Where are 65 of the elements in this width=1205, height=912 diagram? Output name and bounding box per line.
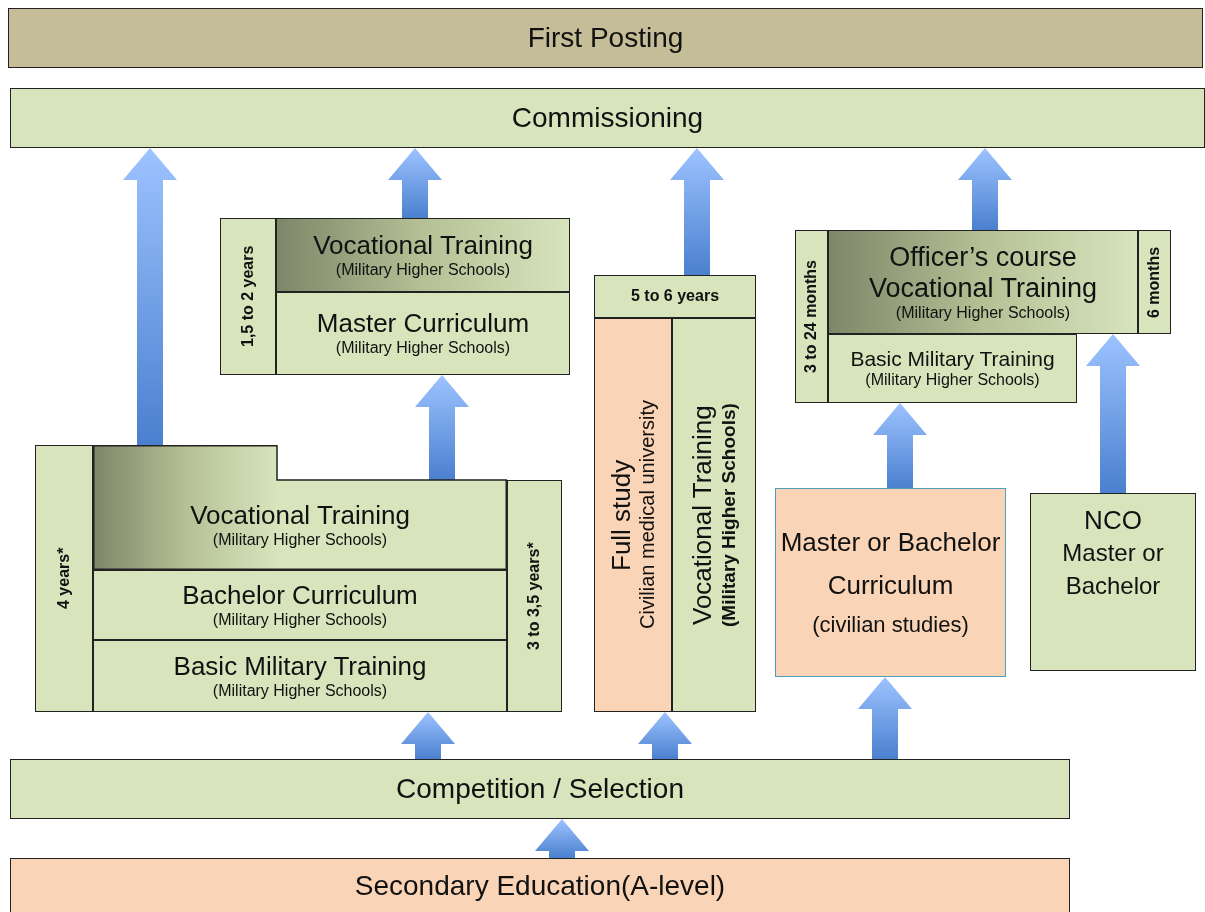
stage-subtitle: (Military Higher Schools) bbox=[212, 681, 388, 701]
stage-box bbox=[8, 8, 1203, 68]
stage-title: Full study bbox=[606, 459, 637, 571]
block-arrow bbox=[388, 148, 442, 218]
stage-title: Bachelor Curriculum bbox=[182, 580, 418, 611]
duration-box bbox=[507, 480, 562, 712]
stage-title: Commissioning bbox=[511, 101, 704, 135]
stage-title: Vocational Training bbox=[688, 405, 718, 625]
stage-box bbox=[93, 640, 507, 712]
stage-title: Civilian medical university bbox=[636, 400, 660, 630]
duration-label: 6 months bbox=[1145, 246, 1164, 318]
duration-box bbox=[594, 318, 672, 712]
stage-title: Vocational Training bbox=[313, 230, 533, 261]
duration-box bbox=[1138, 230, 1171, 334]
duration-box bbox=[35, 445, 93, 712]
stage-title: Master or Bachelor bbox=[1061, 537, 1165, 602]
duration-label: 4 years* bbox=[54, 547, 73, 610]
block-arrow bbox=[535, 819, 589, 858]
stage-subtitle: (Military Higher Schools) bbox=[212, 610, 388, 630]
stage-subtitle: (Military Higher Schools) bbox=[895, 303, 1071, 323]
duration-label: 1,5 to 2 years bbox=[238, 245, 257, 348]
stage-box bbox=[775, 488, 1006, 677]
block-arrow bbox=[670, 148, 724, 275]
stage-title: (civilian studies) bbox=[812, 611, 969, 640]
stage-box bbox=[93, 445, 507, 570]
stage-box bbox=[276, 218, 570, 292]
stage-box bbox=[93, 570, 507, 640]
stage-title: Officer’s course bbox=[889, 241, 1077, 273]
stage-box bbox=[828, 334, 1077, 403]
stage-box bbox=[1030, 493, 1196, 671]
block-arrow bbox=[638, 712, 692, 759]
stage-title: NCO bbox=[1084, 506, 1142, 536]
stage-subtitle: (Military Higher Schools) bbox=[865, 371, 1040, 390]
block-arrow bbox=[958, 148, 1012, 230]
stage-box bbox=[828, 230, 1138, 334]
stage-title: First Posting bbox=[527, 21, 684, 55]
stage-title: Vocational Training bbox=[190, 500, 410, 531]
stage-box bbox=[10, 759, 1070, 819]
duration-box bbox=[795, 230, 828, 403]
stage-box bbox=[10, 88, 1205, 148]
stage-title: Vocational Training bbox=[868, 272, 1098, 304]
stage-subtitle: (Military Higher Schools) bbox=[335, 339, 511, 358]
block-arrow bbox=[123, 148, 177, 445]
block-arrow bbox=[415, 375, 469, 480]
duration-box bbox=[672, 318, 756, 712]
block-arrow bbox=[858, 677, 912, 759]
stage-subtitle: (Military Higher Schools) bbox=[212, 530, 388, 550]
duration-label: (Military Higher Schools) bbox=[718, 403, 740, 627]
stage-title: Master or Bachelor Curriculum bbox=[779, 526, 1002, 603]
stage-title: Basic Military Training bbox=[850, 347, 1055, 372]
stage-title: Secondary Education(A-level) bbox=[354, 869, 726, 903]
block-arrow bbox=[873, 403, 927, 488]
block-arrow bbox=[1086, 334, 1140, 493]
duration-label: 3 to 24 months bbox=[802, 260, 821, 373]
stage-subtitle: (Military Higher Schools) bbox=[335, 260, 511, 280]
duration-box bbox=[220, 218, 276, 375]
stage-box bbox=[594, 275, 756, 318]
stage-title: Master Curriculum bbox=[316, 309, 530, 340]
stage-box bbox=[10, 858, 1070, 912]
stage-title: Basic Military Training bbox=[173, 651, 427, 682]
stage-subtitle: 5 to 6 years bbox=[630, 287, 720, 306]
block-arrow bbox=[401, 712, 455, 759]
stage-title: Competition / Selection bbox=[396, 772, 684, 806]
duration-label: 3 to 3,5 years* bbox=[525, 542, 544, 650]
stage-box bbox=[276, 292, 570, 375]
